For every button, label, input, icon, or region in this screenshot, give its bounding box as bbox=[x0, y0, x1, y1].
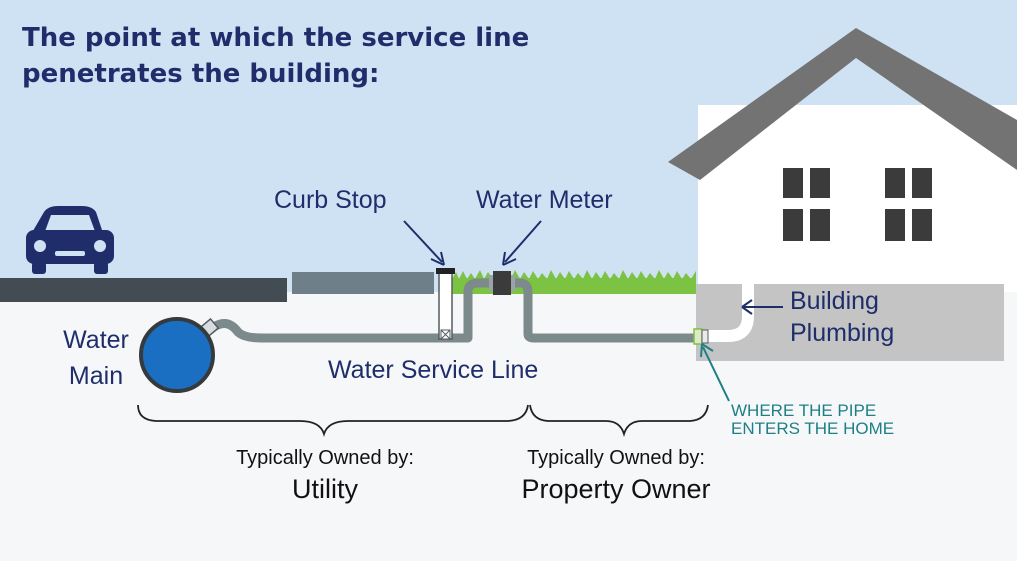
entry-point-marker bbox=[693, 328, 709, 345]
curb-stop-arrow bbox=[403, 220, 445, 266]
house bbox=[668, 28, 1017, 361]
curb-stop bbox=[436, 268, 455, 340]
water-meter bbox=[489, 271, 515, 295]
utility-ownership-caption: Typically Owned by: bbox=[236, 447, 414, 469]
building-plumbing-label-line1: Building bbox=[790, 287, 879, 315]
car-icon bbox=[26, 206, 114, 274]
water-main-label-line2: Main bbox=[68, 362, 124, 390]
property-ownership-caption: Typically Owned by: bbox=[527, 447, 705, 469]
building-plumbing-label-line2: Plumbing bbox=[790, 319, 895, 347]
road bbox=[0, 278, 287, 302]
water-service-line-label: Water Service Line bbox=[328, 356, 539, 384]
building-plumbing-arrow bbox=[741, 299, 783, 315]
water-main-pipe bbox=[139, 317, 215, 393]
property-owner-name: Property Owner bbox=[521, 474, 711, 504]
house-roof bbox=[668, 28, 1017, 180]
water-service-line bbox=[207, 278, 699, 343]
water-meter-label: Water Meter bbox=[476, 186, 613, 214]
utility-brace bbox=[137, 404, 529, 438]
page-title: The point at which the service line pene… bbox=[22, 23, 530, 89]
utility-owner-name: Utility bbox=[292, 474, 358, 504]
entry-point-label-line1: WHERE THE PIPE bbox=[731, 401, 877, 420]
property-owner-brace bbox=[529, 404, 709, 438]
building-plumbing-pipe bbox=[700, 278, 754, 342]
entry-point-arrow bbox=[700, 343, 730, 402]
water-meter-arrow bbox=[502, 220, 542, 266]
window-left bbox=[783, 168, 830, 241]
water-main-label-line1: Water bbox=[63, 326, 129, 354]
sidewalk bbox=[292, 272, 434, 294]
curb-stop-label: Curb Stop bbox=[274, 186, 387, 214]
window-right bbox=[885, 168, 932, 241]
entry-point-label-line2: ENTERS THE HOME bbox=[731, 419, 895, 438]
